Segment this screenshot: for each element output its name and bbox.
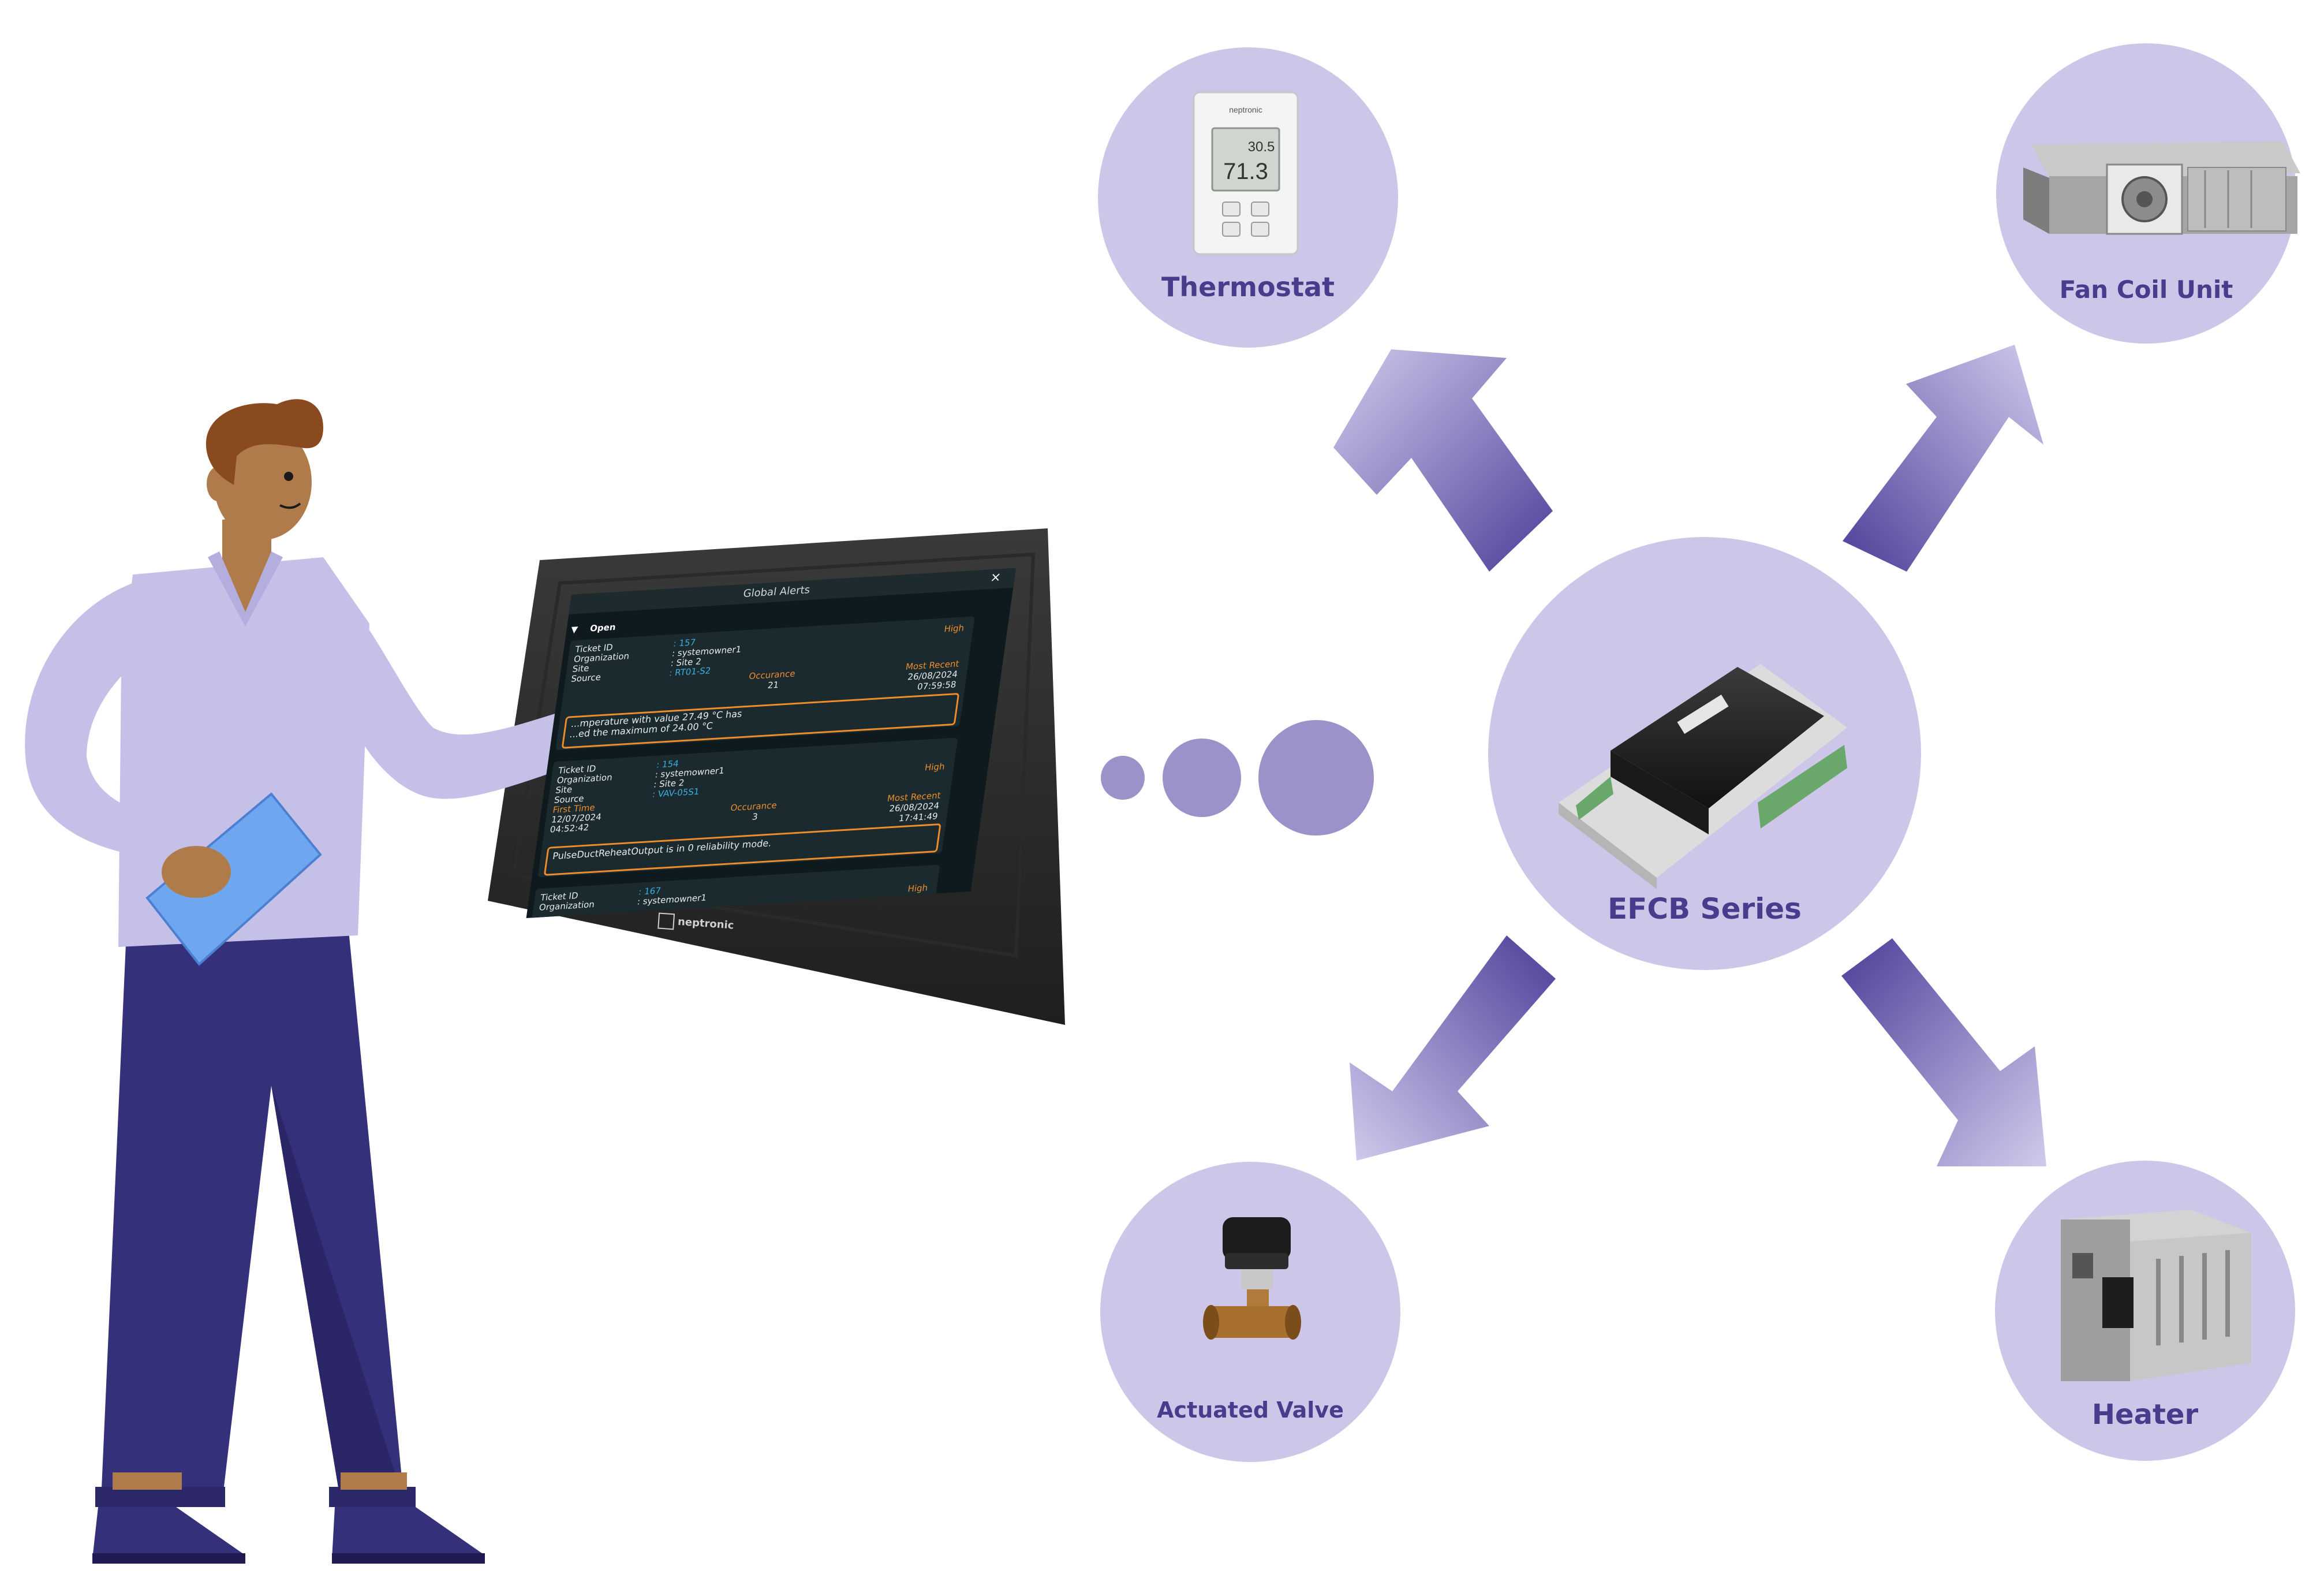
close-icon[interactable]: ×	[989, 570, 1002, 585]
occurance-value: 3	[751, 811, 759, 822]
node-heater-label: Heater	[2091, 1398, 2199, 1431]
arrow-to-thermostat	[1333, 349, 1553, 572]
most-recent-time: 07:59:58	[916, 679, 957, 692]
priority-badge: High	[907, 882, 929, 894]
filter-label: Open	[589, 621, 617, 634]
neptronic-logo-icon	[657, 912, 675, 930]
alert-label: Organization	[538, 899, 596, 913]
funnel-icon: ▼	[570, 624, 579, 635]
arrow-to-heater	[1841, 938, 2046, 1166]
node-thermostat: Thermostat	[1098, 47, 1398, 348]
alert-message: ...mperature with value 27.49 °C has ...…	[561, 692, 960, 749]
touch-screen: Global Alerts × ▼ Open Ticket ID Organiz…	[526, 568, 1016, 918]
alert-label: Source	[570, 672, 602, 684]
node-efcb-series: EFCB Series	[1488, 537, 1921, 970]
priority-badge: High	[924, 761, 946, 773]
node-efcb-series-label: EFCB Series	[1608, 892, 1802, 926]
node-actuated-valve-label: Actuated Valve	[1157, 1397, 1344, 1423]
node-fan-coil-unit: Fan Coil Unit	[1996, 43, 2296, 344]
alerts-title: Global Alerts	[742, 584, 811, 600]
node-fan-coil-unit-label: Fan Coil Unit	[2059, 275, 2233, 304]
alert-card[interactable]: Ticket ID Organization Site Source First…	[537, 737, 958, 878]
occurance-value: 21	[767, 679, 780, 691]
node-actuated-valve: Actuated Valve	[1100, 1162, 1400, 1462]
alert-message-line: PulseDuctReheatOutput is in 0 reliabilit…	[552, 837, 772, 862]
arrow-to-fan-coil-unit	[1843, 345, 2043, 572]
connection-dots	[1101, 720, 1374, 836]
priority-badge: High	[943, 622, 965, 635]
node-thermostat-label: Thermostat	[1161, 271, 1335, 303]
filter-row[interactable]: ▼ Open	[570, 622, 617, 635]
most-recent-time: 17:41:49	[898, 811, 939, 824]
alert-card[interactable]: Ticket ID Organization Site Source : 157…	[555, 616, 975, 751]
panel-brand-text: neptronic	[677, 915, 735, 932]
arrow-to-actuated-valve	[1350, 935, 1556, 1161]
person-illustration	[25, 399, 667, 1564]
node-heater: Heater	[1995, 1161, 2295, 1461]
first-time-time: 04:52:42	[549, 822, 590, 835]
